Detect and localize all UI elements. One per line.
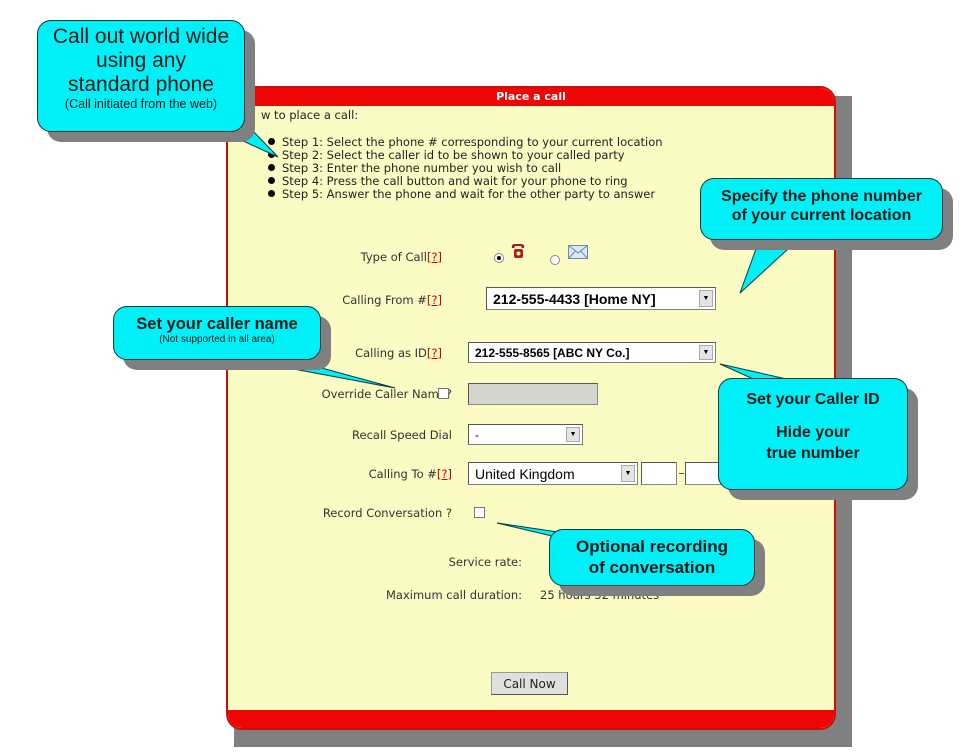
steps-list: Step 1: Select the phone # corresponding… (268, 136, 663, 201)
bullet-icon (268, 164, 275, 171)
phone-icon (511, 244, 525, 258)
type-of-call-label: Type of Call[?] (360, 250, 442, 264)
bullet-icon (268, 177, 275, 184)
bullet-icon (268, 190, 275, 197)
calling-as-id-label: Calling as ID[?] (355, 346, 442, 360)
panel-footer (228, 710, 834, 728)
step-item: Step 3: Enter the phone number you wish … (268, 162, 663, 175)
step-item: Step 5: Answer the phone and wait for th… (268, 188, 663, 201)
howto-heading: w to place a call: (261, 108, 359, 122)
radio-phone[interactable] (494, 253, 504, 263)
bullet-icon (268, 138, 275, 145)
calling-to-label: Calling To #[?] (368, 467, 452, 481)
caller-name-input[interactable] (468, 383, 598, 405)
panel-title: Place a call (228, 88, 834, 106)
service-rate-label: Service rate: (448, 555, 522, 569)
radio-email[interactable] (550, 255, 560, 265)
calling-as-id-select[interactable]: 212-555-8565 [ABC NY Co.] ▼ (468, 342, 716, 363)
callout-caller-id: Set your Caller ID Hide your true number (718, 378, 908, 490)
area-code-input[interactable] (641, 462, 677, 485)
chevron-down-icon: ▼ (699, 290, 713, 307)
help-link[interactable]: [?] (426, 293, 442, 307)
tail-caller-name (234, 357, 396, 389)
help-link[interactable]: [?] (426, 250, 442, 264)
recall-speed-dial-select[interactable]: - ▼ (468, 424, 583, 445)
step-item: Step 1: Select the phone # corresponding… (268, 136, 663, 149)
record-conversation-checkbox[interactable] (474, 507, 485, 518)
email-icon (568, 245, 588, 259)
step-item: Step 4: Press the call button and wait f… (268, 175, 663, 188)
call-now-button[interactable]: Call Now (491, 672, 568, 695)
max-duration-value: 25 hours 32 minutes (540, 588, 660, 602)
recall-speed-dial-label: Recall Speed Dial (352, 428, 452, 442)
chevron-down-icon: ▼ (621, 465, 635, 482)
chevron-down-icon: ▼ (699, 345, 713, 360)
override-caller-name-label: Override Caller Name? (321, 387, 452, 401)
callout-worldwide: Call out world wide using any standard p… (37, 20, 245, 132)
record-conversation-label: Record Conversation ? (322, 506, 452, 520)
tail-location (739, 237, 802, 294)
callout-recording: Optional recording of conversation (549, 529, 755, 586)
tail-worldwide (214, 127, 279, 158)
country-select[interactable]: United Kingdom ▼ (468, 462, 638, 485)
help-link[interactable]: [?] (426, 346, 442, 360)
calling-from-label: Calling From #[?] (342, 293, 442, 307)
separator-dash (679, 473, 684, 474)
callout-location: Specify the phone number of your current… (700, 178, 943, 240)
calling-from-select[interactable]: 212-555-4433 [Home NY] ▼ (486, 287, 716, 310)
max-duration-label: Maximum call duration: (385, 588, 522, 602)
callout-caller-name: Set your caller name (Not supported in a… (113, 306, 321, 360)
override-caller-name-checkbox[interactable] (438, 388, 449, 399)
help-link[interactable]: [?] (436, 467, 452, 481)
chevron-down-icon: ▼ (566, 427, 580, 442)
